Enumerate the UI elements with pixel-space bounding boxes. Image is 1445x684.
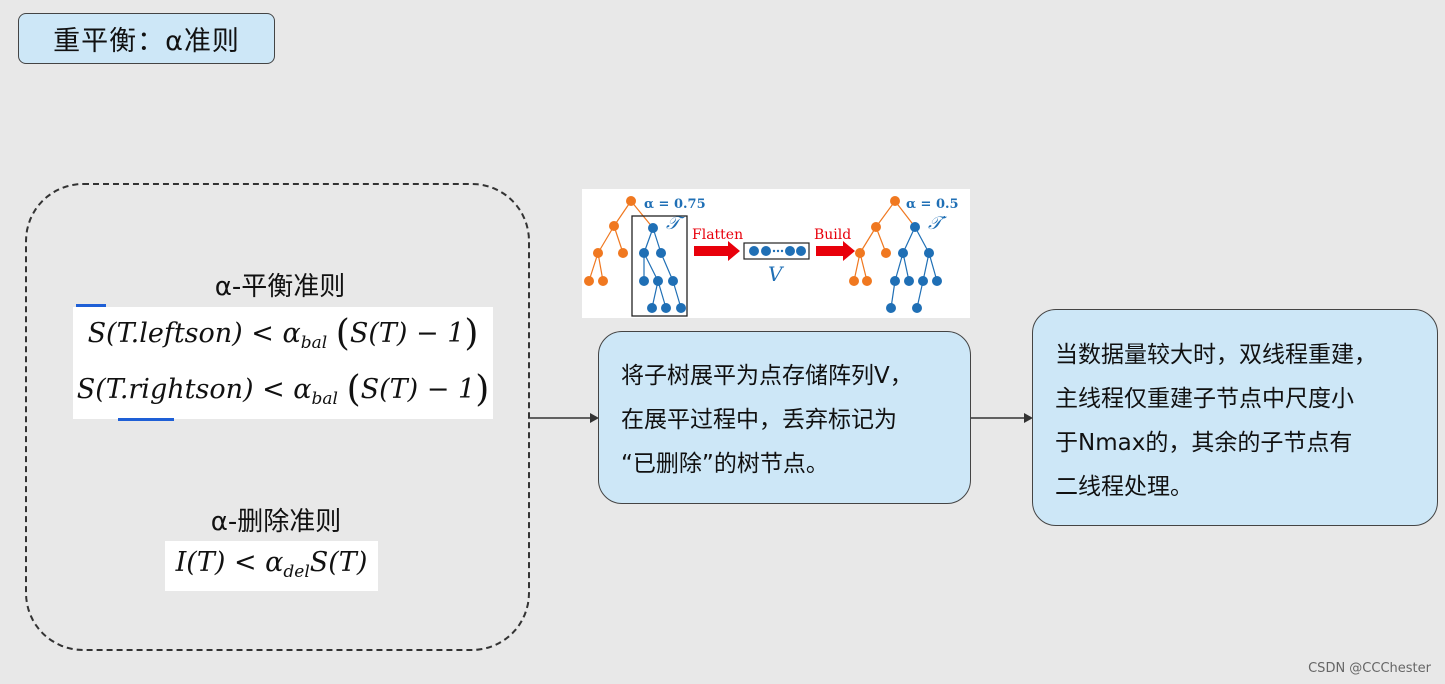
blue-marker-bottom	[118, 418, 174, 421]
arrow-to-middle	[528, 413, 599, 423]
rebuild-figure: α = 0.75 𝒯 Flatten V Build	[582, 189, 970, 318]
build-arrow	[816, 241, 855, 261]
balance-formula: S(T.leftson) < αbal (S(T) − 1) S(T.right…	[73, 307, 493, 419]
watermark: CSDN @CCChester	[1308, 661, 1431, 676]
balance-formula-left: S(T.leftson) < αbal (S(T) − 1)	[87, 313, 479, 354]
flatten-description-line-3: “已删除”的树节点。	[621, 451, 829, 477]
alpha-right-label: α = 0.5	[906, 197, 959, 212]
dual-thread-description-box: 当数据量较大时，双线程重建， 主线程仅重建子节点中尺度小 于Nmax的，其余的子…	[1032, 309, 1438, 526]
tree-right-label: 𝒯′	[928, 213, 947, 234]
page-title-text: 重平衡：α准则	[53, 26, 240, 57]
dual-thread-line-2: 主线程仅重建子节点中尺度小	[1055, 386, 1354, 412]
rebuild-diagram: α = 0.75 𝒯 Flatten V Build	[584, 196, 959, 317]
delete-criterion-title: α-删除准则	[210, 507, 342, 537]
vector-label: V	[768, 262, 785, 286]
flatten-description-line-1: 将子树展平为点存储阵列V，	[621, 363, 913, 389]
delete-formula: I(T) < αdelS(T)	[165, 541, 378, 591]
dual-thread-line-1: 当数据量较大时，双线程重建，	[1055, 342, 1377, 368]
criteria-group	[25, 183, 530, 651]
blue-marker-top	[76, 304, 106, 307]
dual-thread-line-3: 于Nmax的，其余的子节点有	[1055, 430, 1353, 456]
build-label: Build	[814, 227, 851, 243]
dual-thread-line-4: 二线程处理。	[1055, 474, 1193, 500]
selected-subtree-box	[631, 215, 688, 317]
flatten-arrow	[694, 241, 740, 261]
alpha-left-label: α = 0.75	[644, 197, 706, 212]
flatten-description-box: 将子树展平为点存储阵列V， 在展平过程中，丢弃标记为 “已删除”的树节点。	[598, 331, 971, 504]
page-title: 重平衡：α准则	[18, 13, 275, 64]
vector-box	[743, 242, 810, 260]
balance-criterion-title: α-平衡准则	[214, 272, 346, 302]
flatten-description-line-2: 在展平过程中，丢弃标记为	[621, 407, 897, 433]
arrow-to-right	[970, 413, 1033, 423]
balance-formula-right: S(T.rightson) < αbal (S(T) − 1)	[76, 369, 490, 410]
flatten-label: Flatten	[692, 227, 743, 243]
